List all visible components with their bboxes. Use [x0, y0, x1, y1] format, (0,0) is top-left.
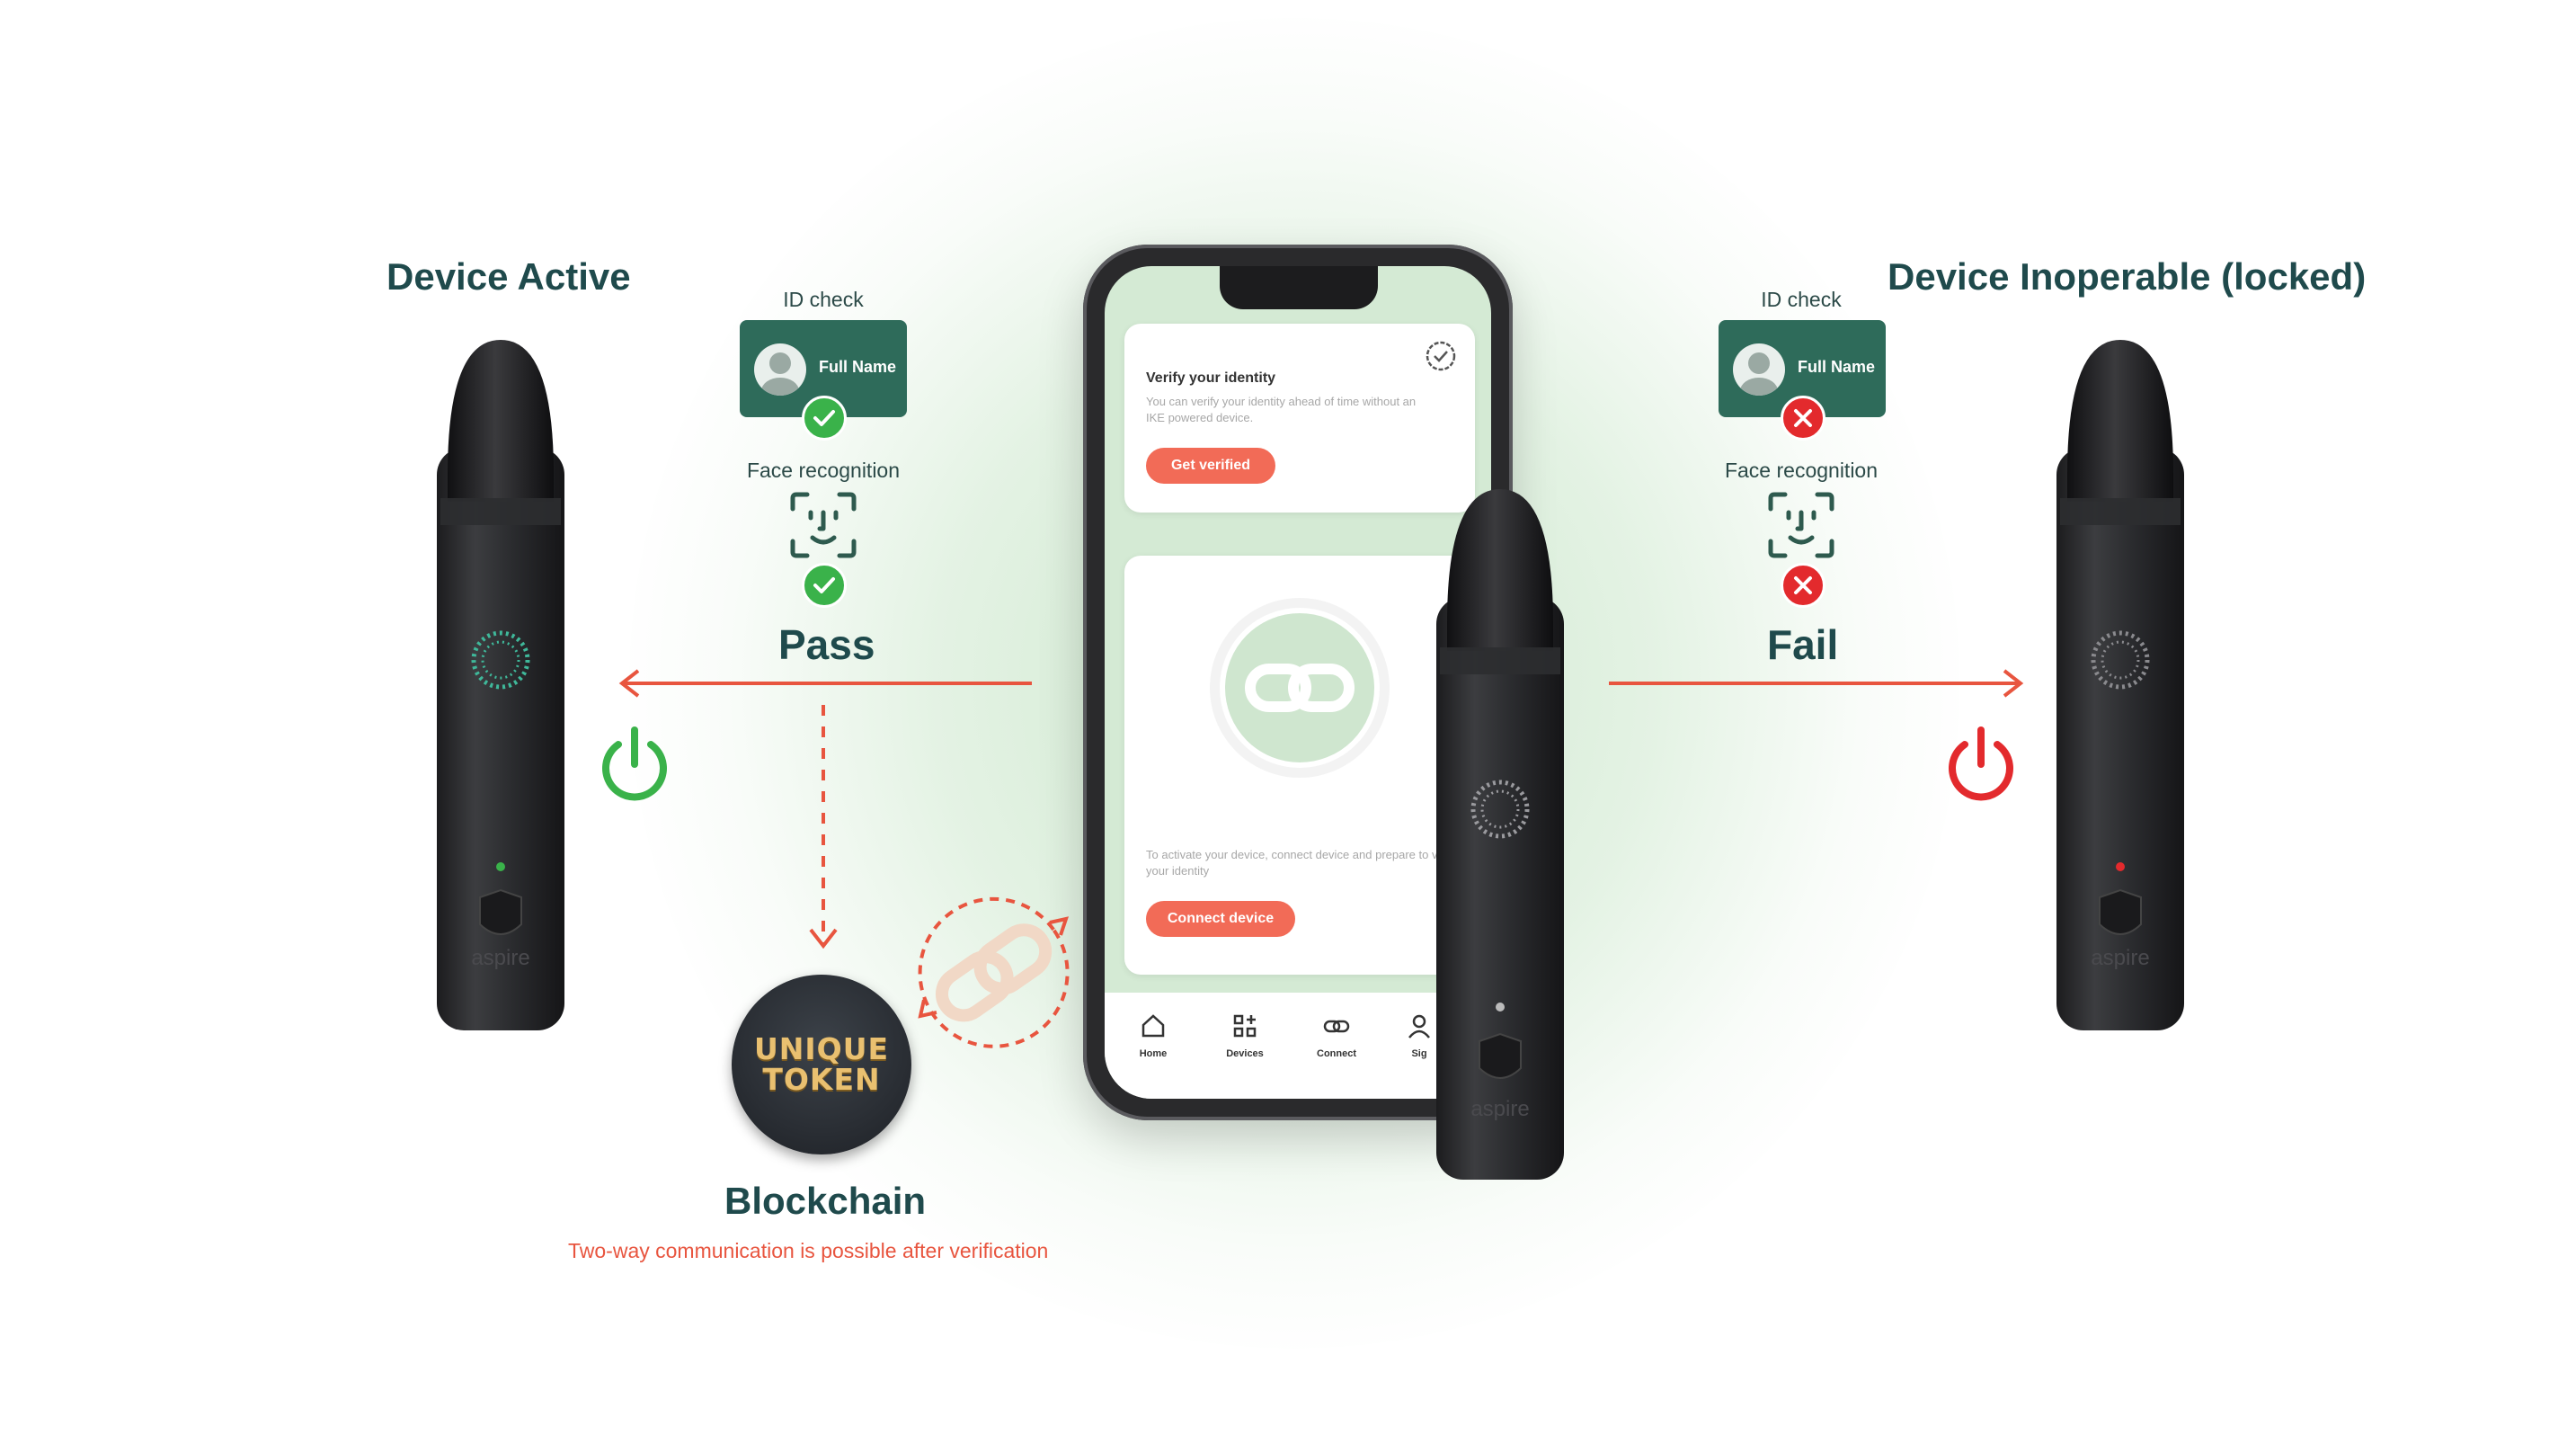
id-card-right: Full Name	[1719, 320, 1886, 417]
id-check-label-right: ID check	[1761, 288, 1842, 311]
cross-badge-icon	[1781, 396, 1825, 441]
fail-status: Fail	[1767, 621, 1839, 668]
avatar-icon	[754, 343, 806, 396]
verify-identity-card: Verify your identity You can verify your…	[1124, 324, 1475, 512]
id-card-name-left: Full Name	[819, 358, 897, 376]
cross-badge-icon	[1781, 563, 1825, 608]
phone-tab-bar: Home Devices Connect Sig	[1105, 993, 1491, 1099]
dashed-arrow-down-icon	[809, 705, 838, 949]
verify-title: Verify your identity	[1146, 370, 1276, 386]
tab-home-label: Home	[1139, 1048, 1168, 1059]
face-id-icon	[790, 492, 857, 558]
id-card-left: Full Name	[740, 320, 907, 417]
connect-device-card: To activate your device, connect device …	[1124, 556, 1475, 975]
device-active-heading: Device Active	[386, 255, 631, 298]
power-on-icon	[602, 726, 667, 801]
check-badge-icon	[802, 396, 847, 441]
tab-signin[interactable]: Sig	[1392, 1012, 1446, 1059]
device-brand-label: aspire	[1470, 1097, 1530, 1121]
vape-device-active	[437, 340, 564, 1030]
vape-device-center	[1436, 489, 1564, 1180]
two-way-link-icon	[918, 896, 1070, 1048]
check-badge-icon	[802, 563, 847, 608]
link-icon	[1323, 1020, 1350, 1033]
tab-devices-label: Devices	[1226, 1048, 1264, 1059]
phone-notch	[1220, 266, 1378, 309]
pass-status: Pass	[778, 621, 875, 668]
device-brand-label: aspire	[471, 946, 530, 970]
two-way-caption: Two-way communication is possible after …	[568, 1239, 1049, 1262]
vape-device-locked	[2056, 340, 2184, 1030]
arrow-left-icon	[618, 669, 1032, 698]
connect-device-button[interactable]: Connect device	[1146, 901, 1295, 937]
verify-body: You can verify your identity ahead of ti…	[1146, 395, 1417, 424]
tab-devices[interactable]: Devices	[1209, 1012, 1281, 1059]
tab-home[interactable]: Home	[1117, 1012, 1189, 1059]
get-verified-button[interactable]: Get verified	[1146, 448, 1275, 484]
blockchain-title: Blockchain	[724, 1180, 927, 1222]
face-recognition-label-right: Face recognition	[1724, 459, 1879, 482]
unique-token-coin: UNIQUE TOKEN	[732, 975, 911, 1154]
phone-screen: Verify your identity You can verify your…	[1105, 266, 1491, 1099]
home-icon	[1141, 1014, 1165, 1038]
connect-body: To activate your device, connect device …	[1146, 848, 1461, 878]
face-recognition-label-left: Face recognition	[746, 459, 901, 482]
id-check-label-left: ID check	[783, 288, 864, 311]
token-line1: UNIQUE	[753, 1031, 890, 1066]
tab-connect[interactable]: Connect	[1301, 1012, 1372, 1059]
face-id-icon	[1768, 492, 1834, 558]
power-off-icon	[1949, 726, 2013, 801]
device-locked-heading: Device Inoperable (locked)	[1888, 255, 2367, 298]
tab-connect-label: Connect	[1317, 1048, 1356, 1059]
device-brand-label: aspire	[2091, 946, 2150, 970]
avatar-icon	[1733, 343, 1785, 396]
verified-badge-icon	[1426, 341, 1456, 371]
id-card-name-right: Full Name	[1798, 358, 1876, 376]
connect-link-icon[interactable]	[1205, 593, 1394, 782]
token-line2: TOKEN	[762, 1062, 881, 1097]
user-icon	[1408, 1014, 1430, 1038]
tab-signin-label: Sig	[1411, 1048, 1427, 1059]
devices-icon	[1233, 1014, 1257, 1038]
arrow-right-icon	[1609, 669, 2024, 698]
